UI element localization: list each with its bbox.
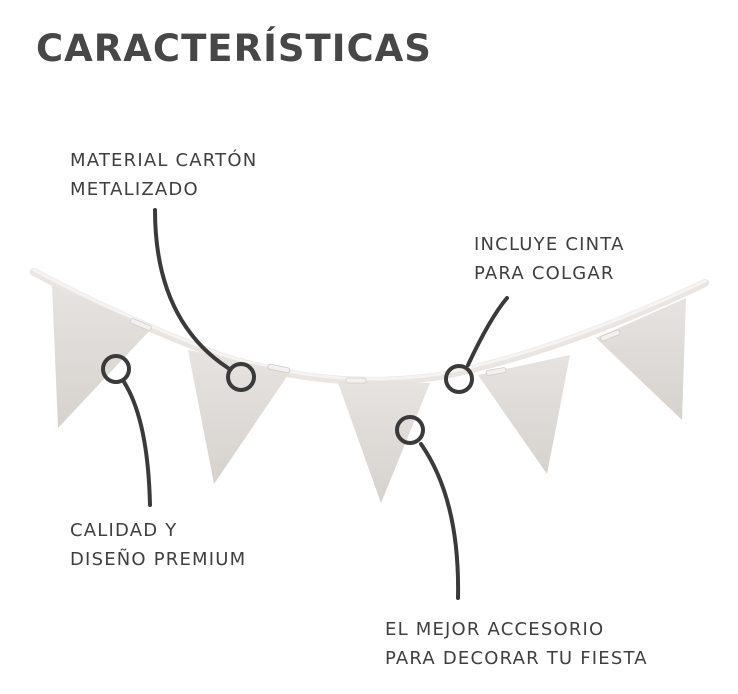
feature-label-line: EL MEJOR ACCESORIO — [385, 619, 605, 640]
feature-label-line: METALIZADO — [70, 179, 199, 200]
feature-label-cinta: INCLUYE CINTA PARA COLGAR — [474, 230, 625, 288]
feature-label-line: INCLUYE CINTA — [474, 234, 625, 255]
callout-line-calidad — [122, 380, 152, 507]
ribbon-slot — [267, 363, 291, 374]
callout-marker-accesorio — [395, 415, 425, 445]
feature-label-line: PARA COLGAR — [474, 263, 615, 284]
feature-label-line: DISEÑO PREMIUM — [70, 549, 247, 570]
ribbon-slot — [345, 377, 367, 384]
pennant-flag — [52, 285, 152, 428]
feature-label-accesorio: EL MEJOR ACCESORIO PARA DECORAR TU FIEST… — [385, 615, 648, 673]
callout-marker-cinta — [444, 364, 474, 394]
feature-label-line: MATERIAL CARTÓN — [70, 150, 258, 171]
callout-line-cinta — [466, 296, 509, 367]
callout-line-accesorio — [419, 442, 461, 600]
feature-label-material: MATERIAL CARTÓN METALIZADO — [70, 146, 257, 204]
callout-line-material — [153, 208, 230, 370]
callout-marker-calidad — [101, 354, 131, 384]
ribbon-slot — [485, 367, 507, 376]
ribbon-slot — [600, 329, 621, 342]
ribbon-string-highlight — [32, 268, 707, 381]
callout-marker-material — [226, 362, 256, 392]
pennant-flag — [478, 355, 570, 474]
feature-label-line: CALIDAD Y — [70, 520, 178, 541]
feature-label-calidad: CALIDAD Y DISEÑO PREMIUM — [70, 516, 246, 574]
ribbon-slot — [129, 318, 152, 331]
pennant-flag — [337, 380, 430, 503]
page-title: CARACTERÍSTICAS — [36, 27, 432, 70]
feature-label-line: PARA DECORAR TU FIESTA — [385, 648, 648, 669]
pennant-flag — [188, 350, 290, 484]
pennant-flag — [596, 298, 686, 420]
